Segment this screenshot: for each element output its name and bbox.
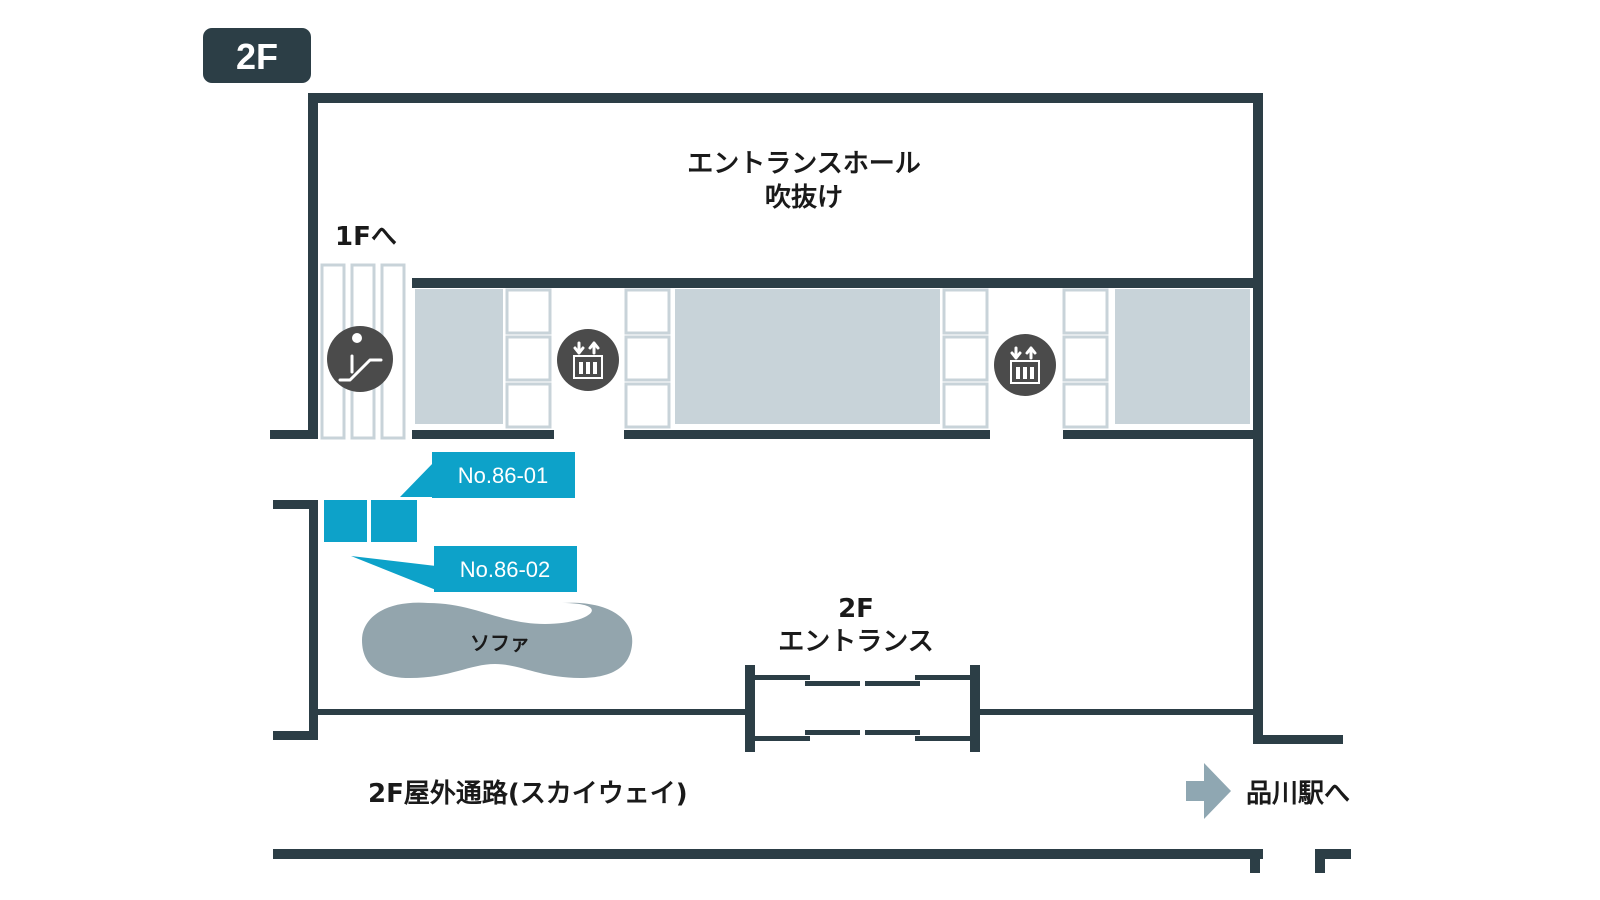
to-shinagawa-label: 品川駅へ (1246, 779, 1350, 809)
callout-86-01: No.86-01 (400, 452, 575, 498)
service-area-1 (415, 289, 503, 424)
arrow-right-icon (1186, 763, 1231, 819)
elevator-shafts-left (505, 288, 671, 429)
callout-86-01-label: No.86-01 (458, 463, 549, 488)
walls (270, 93, 1351, 873)
floor-badge: 2F (203, 28, 311, 83)
skyway-label: 2F屋外通路(スカイウェイ) (368, 778, 688, 809)
elevator-shafts-right (942, 288, 1109, 429)
floor-badge-label: 2F (236, 36, 278, 77)
service-area-3 (1115, 289, 1250, 424)
callout-86-02: No.86-02 (351, 546, 577, 592)
service-area-2 (675, 289, 940, 424)
sofa: ソファ (362, 602, 633, 678)
to-1f-label: 1Fへ (335, 222, 397, 252)
elevator-icon (557, 329, 619, 391)
locker-86-02[interactable] (371, 500, 417, 542)
entrance-hall-label: エントランスホール (687, 149, 920, 179)
entrance-label: エントランス (778, 627, 933, 657)
entrance-floor-label: 2F (838, 594, 874, 624)
sofa-label: ソファ (470, 631, 530, 655)
locker-86-01[interactable] (324, 500, 367, 542)
callout-86-02-label: No.86-02 (460, 557, 551, 582)
escalator-icon (327, 326, 393, 392)
entrance-doors (745, 665, 980, 752)
atrium-label: 吹抜け (765, 183, 843, 213)
elevator-icon (994, 334, 1056, 396)
